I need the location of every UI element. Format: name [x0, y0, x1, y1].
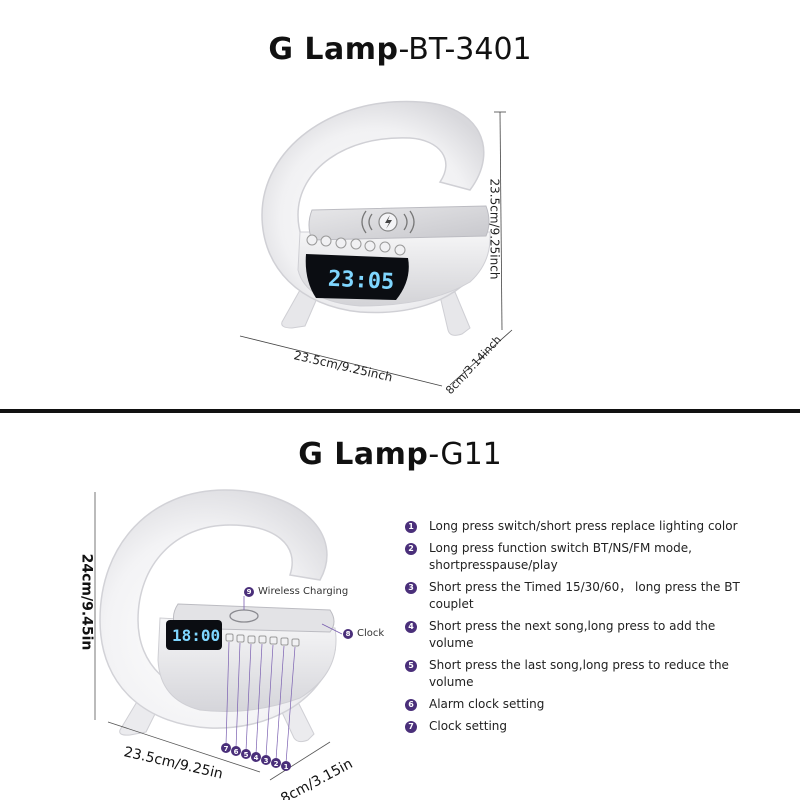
top-wireless-charging-icon: [361, 210, 415, 234]
top-product-title: G Lamp-BT-3401: [0, 30, 800, 67]
button-number-label: 2: [274, 760, 279, 768]
bottom-height-dimension: 24cm/9.45in: [78, 553, 95, 651]
button-number-badge: [281, 761, 291, 771]
bottom-right-leg: [279, 701, 315, 743]
top-left-leg: [281, 289, 319, 329]
top-charging-pad: [308, 205, 490, 241]
button-number-badge: [271, 758, 281, 768]
bottom-dimension-lines: [94, 492, 331, 781]
feature-item: 5 Short press the last song,long press to…: [405, 657, 745, 691]
feature-number: 6: [405, 699, 417, 711]
feature-text: Long press switch/short press replace li…: [429, 519, 738, 533]
feature-number: 5: [405, 660, 417, 672]
callout-wireless-label: Wireless Charging: [258, 586, 349, 597]
bottom-title-model: -G11: [428, 437, 502, 472]
top-right-leg: [439, 291, 471, 336]
button-number-label: 3: [264, 757, 269, 765]
bottom-title-brand: G Lamp: [298, 437, 429, 472]
feature-item: 3 Short press the Timed 15/30/60， long pr…: [405, 579, 745, 613]
top-title-model: -BT-3401: [398, 32, 532, 67]
section-divider: [0, 409, 800, 413]
callout-wireless-charging: 9 Wireless Charging: [244, 586, 348, 597]
button-number-badge: [231, 746, 241, 756]
bottom-control-buttons: [225, 633, 300, 647]
feature-text: Alarm clock setting: [429, 697, 545, 711]
button-number-badge: [221, 743, 231, 753]
top-control-buttons: [306, 234, 406, 256]
feature-text: Long press function switch BT/NS/FM mode…: [429, 541, 692, 572]
button-number-badge: [251, 752, 261, 762]
feature-number: 2: [405, 543, 417, 555]
button-number-badge: [261, 755, 271, 765]
feature-item: 7 Clock setting: [405, 718, 745, 735]
callout-clock-leader: [321, 623, 343, 635]
top-dimension-lines: [239, 111, 513, 387]
feature-item: 6 Alarm clock setting: [405, 696, 745, 713]
feature-item: 1 Long press switch/short press replace l…: [405, 518, 745, 535]
bottom-product-title: G Lamp-G11: [0, 435, 800, 472]
bottom-clock-display: 18:00: [172, 626, 220, 645]
button-number-label: 7: [224, 745, 229, 753]
button-number-label: 4: [254, 754, 259, 762]
top-display-screen: [305, 254, 409, 300]
feature-item: 2 Long press function switch BT/NS/FM mod…: [405, 540, 745, 574]
feature-number: 1: [405, 521, 417, 533]
callout-clock-label: Clock: [357, 628, 385, 639]
feature-text: Short press the last song,long press to …: [429, 658, 729, 689]
top-lamp-illustration: 23:05: [261, 100, 491, 336]
button-number-label: 5: [244, 751, 249, 759]
feature-text: Short press the Timed 15/30/60， long pre…: [429, 580, 740, 611]
callout-wireless-number: 9: [244, 586, 254, 597]
bottom-button-leader-lines: [225, 641, 296, 764]
callout-clock: 8 Clock: [343, 628, 384, 639]
callout-clock-number: 8: [343, 628, 353, 639]
feature-number: 4: [405, 621, 417, 633]
feature-item: 4 Short press the next song,long press to…: [405, 618, 745, 652]
top-clock-display: 23:05: [327, 267, 394, 295]
feature-text: Short press the next song,long press to …: [429, 619, 716, 650]
feature-number: 3: [405, 582, 417, 594]
feature-number: 7: [405, 721, 417, 733]
bottom-display-screen: [166, 620, 222, 650]
button-number-label: 1: [284, 763, 289, 771]
feature-list: 1 Long press switch/short press replace l…: [405, 518, 745, 740]
feature-text: Clock setting: [429, 719, 508, 733]
button-number-label: 6: [234, 748, 239, 756]
top-title-brand: G Lamp: [268, 32, 399, 67]
button-number-badge: [241, 749, 251, 759]
